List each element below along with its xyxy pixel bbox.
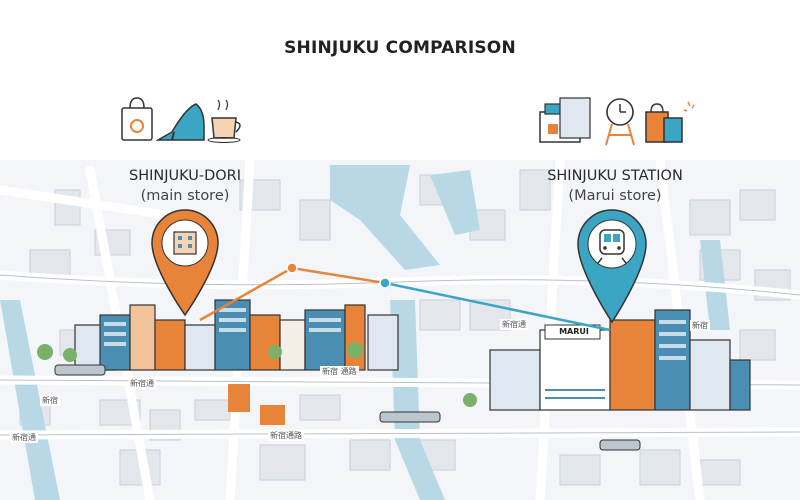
- location-note: (main store): [140, 188, 230, 204]
- shinjuku-dori-buildings: [37, 299, 399, 376]
- high-heel-shoe-icon: [155, 103, 205, 141]
- street-label: 新宿通路: [268, 430, 304, 441]
- shinjuku-station-pin[interactable]: [577, 209, 647, 324]
- shopping-bag-icon: [121, 97, 153, 141]
- street-label: 新宿通: [500, 319, 528, 330]
- train-icon: [597, 229, 627, 264]
- street-label: 新宿通: [128, 378, 156, 389]
- street-label: 新宿: [690, 320, 710, 331]
- shinjuku-station-buildings: [379, 309, 751, 451]
- location-name: SHINJUKU-DORI: [128, 168, 241, 184]
- street-label: 新宿通: [10, 432, 38, 443]
- shinjuku-dori-pin[interactable]: [151, 209, 219, 317]
- coffee-cup-icon: [207, 99, 241, 143]
- location-note: (Marui store): [568, 188, 662, 204]
- location-name: SHINJUKU STATION: [547, 168, 683, 184]
- store-sign: MARUI: [559, 327, 589, 336]
- clock-icon: [605, 98, 635, 146]
- shopping-bags-icon: [645, 101, 695, 143]
- street-label: 新宿 通路: [320, 366, 359, 377]
- highlighted-blocks: [228, 384, 285, 425]
- water-features: [0, 165, 730, 500]
- location-label-shinjuku-dori: SHINJUKU-DORI (main store): [95, 166, 275, 206]
- building-icon: [173, 231, 197, 255]
- storefront-icon: [539, 97, 591, 143]
- route-node-orange: [286, 262, 298, 274]
- street-label: 新宿: [40, 395, 60, 406]
- location-label-shinjuku-station: SHINJUKU STATION (Marui store): [520, 166, 710, 206]
- route-node-teal: [379, 277, 391, 289]
- page-title: SHINJUKU COMPARISON: [284, 38, 516, 58]
